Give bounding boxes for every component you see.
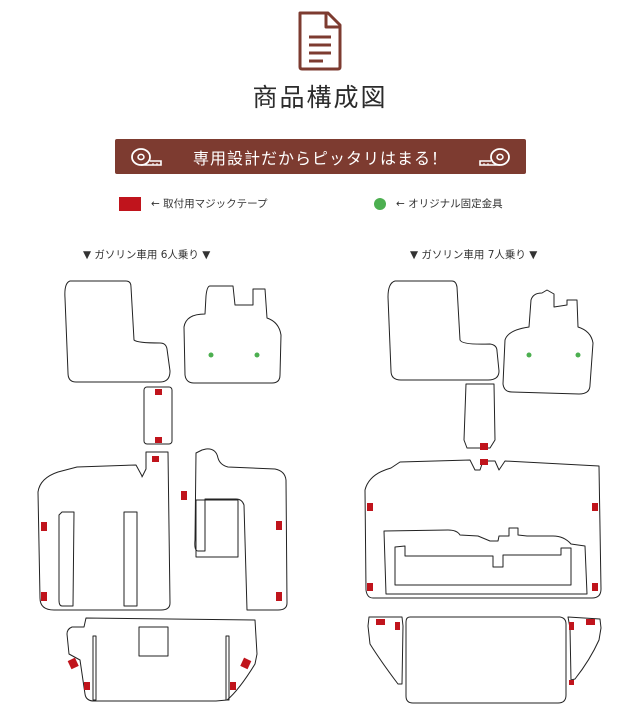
velcro-marker <box>276 521 282 530</box>
velcro-marker <box>155 437 162 443</box>
velcro-marker <box>181 491 187 500</box>
legend-tape-label: ← 取付用マジックテープ <box>151 198 268 210</box>
metal-markers <box>208 352 581 358</box>
velcro-marker <box>41 522 47 531</box>
velcro-marker <box>276 592 282 601</box>
velcro-markers <box>41 389 598 690</box>
velcro-marker <box>84 682 90 690</box>
velcro-marker <box>480 459 488 465</box>
tape-measure-icon <box>131 147 162 166</box>
velcro-marker <box>376 619 385 625</box>
passenger-mat-6 <box>183 285 282 384</box>
velcro-marker <box>155 389 162 395</box>
velcro-marker <box>230 682 236 690</box>
second-row-mat-7 <box>364 459 602 599</box>
banner-text: 専用設計だからピッタリはまる！ <box>192 148 448 168</box>
second-row-mat-6 <box>37 451 171 611</box>
driver-mat-7 <box>387 280 500 381</box>
legend-metal: ← オリジナル固定金具 <box>374 196 503 211</box>
banner: 専用設計だからピッタリはまる！ <box>115 139 526 174</box>
second-row-mat-6-slot <box>123 511 138 607</box>
velcro-marker <box>152 456 159 462</box>
velcro-marker <box>367 503 373 511</box>
velcro-marker <box>395 622 400 630</box>
second-row-inner-7 <box>383 527 588 595</box>
metal-marker <box>254 352 260 358</box>
second-row-inner-7-lower <box>394 545 572 586</box>
second-row-mat-6-slot <box>58 511 75 607</box>
third-row-left-mat-7 <box>367 616 404 685</box>
velcro-marker <box>586 619 595 625</box>
metal-marker <box>575 352 581 358</box>
driver-mat-6 <box>64 280 171 383</box>
variant-label-7-seater: ▼ ガソリン車用 7人乗り ▼ <box>410 249 538 261</box>
tape-swatch <box>119 196 141 211</box>
variant-label-6-seater: ▼ ガソリン車用 6人乗り ▼ <box>83 249 211 261</box>
velcro-marker <box>569 622 574 630</box>
metal-swatch <box>374 197 386 210</box>
velcro-marker <box>480 443 488 450</box>
metal-marker <box>526 352 532 358</box>
third-row-mat-6-tab <box>138 626 169 657</box>
metal-marker <box>208 352 214 358</box>
velcro-marker <box>569 680 574 685</box>
third-row-mat-6-tab <box>225 635 230 701</box>
velcro-marker <box>240 657 252 670</box>
center-mat-6 <box>143 386 173 445</box>
document-icon <box>298 11 342 71</box>
velcro-marker <box>67 657 79 670</box>
center-strip-7 <box>463 383 496 449</box>
legend-tape: ← 取付用マジックテープ <box>119 196 268 211</box>
third-row-mat-6-tab <box>92 635 97 701</box>
velcro-marker <box>41 592 47 601</box>
second-row-right-mat-6 <box>194 448 288 611</box>
velcro-marker <box>592 583 598 591</box>
tape-measure-icon <box>479 147 510 166</box>
third-row-right-mat-7 <box>567 616 602 681</box>
second-row-right-mat-6-slot <box>195 499 239 558</box>
velcro-marker <box>367 583 373 591</box>
legend-metal-label: ← オリジナル固定金具 <box>396 198 503 210</box>
page-title: 商品構成図 <box>252 83 388 112</box>
third-row-mat-6 <box>66 617 258 702</box>
third-row-center-mat-7 <box>405 616 567 704</box>
velcro-marker <box>592 503 598 511</box>
passenger-mat-7 <box>502 289 594 395</box>
